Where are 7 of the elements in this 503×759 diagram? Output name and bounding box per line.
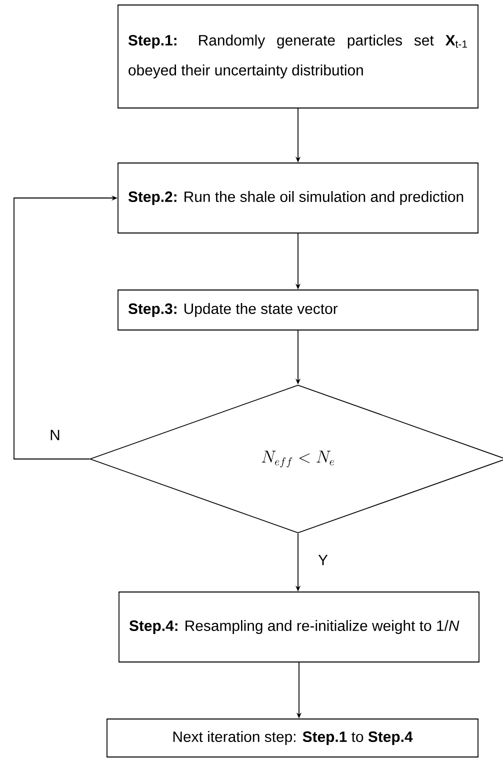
process-box: Step.2: Run the shale oil simulation and prediction [118, 162, 478, 234]
process-box: Step.4: Resampling and re-initialize weight to 1/N [118, 592, 480, 662]
process-box: Step.3: Update the state vector [118, 290, 478, 330]
edge-label: N [48, 428, 62, 442]
edge-label: Y [317, 554, 329, 566]
process-box: Next iteration step: Step.1 to Step.4 [106, 718, 478, 758]
process-box: Step.1: Randomly generate particles set X$_{t-1}$ obeyed their uncertainty distribution [118, 4, 478, 108]
